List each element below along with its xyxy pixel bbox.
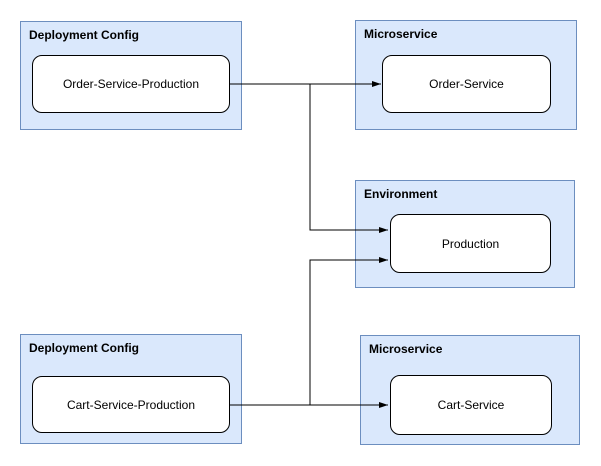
node-cart-service-label: Cart-Service [437, 398, 505, 412]
group-environment-label: Environment [364, 187, 438, 201]
group-deployment-config-order-label: Deployment Config [29, 28, 139, 42]
group-microservice-cart-label: Microservice [369, 342, 443, 356]
node-order-service-production[interactable]: Order-Service-Production [32, 55, 230, 113]
group-microservice-order-label: Microservice [364, 27, 438, 41]
node-order-service-label: Order-Service [429, 77, 504, 91]
node-production[interactable]: Production [390, 214, 551, 273]
group-deployment-config-cart-label: Deployment Config [29, 341, 139, 355]
node-cart-service-production[interactable]: Cart-Service-Production [32, 376, 230, 433]
node-cart-service[interactable]: Cart-Service [390, 375, 552, 435]
node-order-service-production-label: Order-Service-Production [62, 77, 200, 91]
node-production-label: Production [441, 236, 500, 251]
node-cart-service-production-label: Cart-Service-Production [66, 397, 196, 412]
node-order-service[interactable]: Order-Service [382, 55, 551, 113]
